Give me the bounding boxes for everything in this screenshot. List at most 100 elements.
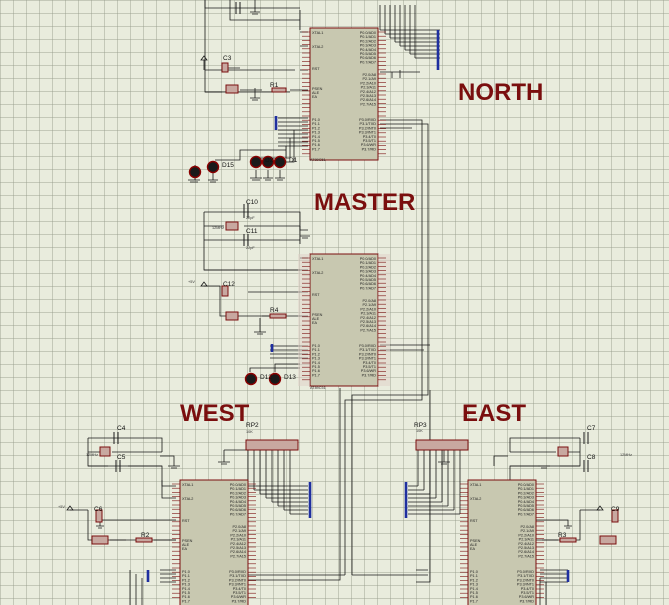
north-pin-p2-7: P2.7/A15	[360, 102, 376, 106]
east-pin-p3-3: P3.3/INT1	[517, 583, 534, 587]
crystal-west-value: 12MHz	[86, 453, 98, 457]
west-pin-p3-0: P3.0/RXD	[229, 570, 246, 574]
west-pin-p2-6: P2.6/A14	[230, 550, 246, 554]
part-master: AT89C51	[310, 386, 326, 390]
west-pin-p1-7: P1.7	[182, 599, 190, 603]
crystal-master	[225, 221, 239, 231]
west-pin-p1-0: P1.0	[182, 570, 190, 574]
designator-c3: C3	[223, 55, 232, 62]
label-north: NORTH	[458, 79, 543, 106]
wires	[70, 0, 600, 605]
west-pin-p3-1: P3.1/TXD	[230, 574, 247, 578]
designator-r1: R1	[270, 82, 279, 89]
west-pin-p3-6: P3.6/WR	[231, 595, 246, 599]
north-pin-p0-4: P0.4/AD4	[360, 48, 376, 52]
west-pin-p1-2: P1.2	[182, 578, 190, 582]
east-pin-p0-1: P0.1/AD1	[518, 487, 534, 491]
master-pin-ale: ALE	[312, 317, 320, 321]
designator-d2: D2	[265, 157, 274, 164]
master-pin-p0-2: P0.2/AD2	[360, 265, 376, 269]
west-pin-p1-1: P1.1	[182, 574, 190, 578]
switch-east	[599, 535, 617, 545]
designator-d1: D1	[289, 157, 298, 164]
west-pin-psen: PSEN	[182, 539, 193, 543]
east-resistor-pack[interactable]	[415, 439, 469, 451]
led-d15	[206, 160, 220, 174]
east-pin-p1-6: P1.6	[470, 595, 478, 599]
east-pin-p1-0: P1.0	[470, 570, 478, 574]
supply-symbols	[66, 55, 604, 511]
pin-stubs	[172, 31, 544, 598]
east-pin-p3-7: P3.7/RD	[520, 599, 535, 603]
master-pin-p3-3: P3.3/INT1	[359, 357, 376, 361]
designator-c10: C10	[246, 199, 258, 206]
designator-c6: C6	[94, 506, 103, 513]
north-pin-p1-4: P1.4	[312, 135, 320, 139]
supply-west: +5V	[58, 505, 65, 509]
north-pin-p3-4: P3.4/T0	[363, 135, 376, 139]
east-pin-p0-6: P0.6/AD6	[518, 508, 534, 512]
resistor-r4	[269, 313, 287, 319]
designator-c11: C11	[246, 228, 258, 235]
master-pin-p1-3: P1.3	[312, 357, 320, 361]
master-pin-p1-5: P1.5	[312, 365, 320, 369]
west-resistor-pack[interactable]	[245, 439, 299, 451]
north-pin-p2-6: P2.6/A14	[360, 98, 376, 102]
north-pin-p0-1: P0.1/AD1	[360, 35, 376, 39]
led-d1	[273, 155, 287, 169]
west-pin-p1-4: P1.4	[182, 587, 190, 591]
west-pin-p0-1: P0.1/AD1	[230, 487, 246, 491]
north-mcu[interactable]	[300, 26, 388, 162]
designator-c7: C7	[587, 425, 596, 432]
east-pin-p0-4: P0.4/AD4	[518, 500, 534, 504]
designator-c8: C8	[587, 454, 596, 461]
north-pin-p0-7: P0.7/AD7	[360, 60, 376, 64]
east-pin-ale: ALE	[470, 543, 478, 547]
master-pin-p0-6: P0.6/AD6	[360, 282, 376, 286]
north-pin-p2-2: P2.2/A10	[360, 81, 376, 85]
west-pin-p3-3: P3.3/INT1	[229, 583, 246, 587]
east-mcu[interactable]	[467, 479, 537, 605]
master-pin-p1-2: P1.2	[312, 352, 320, 356]
led-north-1	[188, 165, 202, 179]
west-pin-ale: ALE	[182, 543, 190, 547]
east-pin-rst: RST	[470, 519, 478, 523]
designator-rp2: RP2	[246, 422, 259, 429]
east-pin-p3-0: P3.0/RXD	[517, 570, 534, 574]
west-pin-p0-4: P0.4/AD4	[230, 500, 246, 504]
west-pin-p0-7: P0.7/AD7	[230, 512, 246, 516]
master-pin-p2-6: P2.6/A14	[360, 324, 376, 328]
west-mcu[interactable]	[179, 479, 249, 605]
west-pin-p3-4: P3.4/T0	[233, 587, 246, 591]
master-pin-p1-4: P1.4	[312, 361, 320, 365]
designator-r2: R2	[141, 532, 150, 539]
designator-r3: R3	[558, 532, 567, 539]
north-pin-p3-6: P3.6/WR	[361, 143, 376, 147]
west-pin-rst: RST	[182, 519, 190, 523]
east-pin-p2-5: P2.5/A13	[518, 546, 534, 550]
grounds	[96, 11, 572, 529]
east-pin-p2-3: P2.3/A11	[519, 538, 534, 542]
east-pin-p1-1: P1.1	[470, 574, 478, 578]
master-pin-p2-0: P2.0/A8	[362, 299, 376, 303]
north-pin-p2-4: P2.4/A12	[360, 90, 376, 94]
leds	[188, 155, 287, 386]
north-pin-p2-0: P2.0/A8	[362, 73, 376, 77]
master-pin-p1-7: P1.7	[312, 373, 320, 377]
master-pin-ea: EA	[312, 321, 318, 325]
master-mcu[interactable]	[298, 253, 390, 387]
east-pin-xtal2: XTAL2	[470, 497, 481, 501]
master-pin-p3-7: P3.7/RD	[362, 373, 377, 377]
master-pin-p3-5: P3.5/T1	[363, 365, 376, 369]
west-pin-p3-2: P3.2/INT0	[229, 578, 246, 582]
led-d-north-2	[261, 155, 275, 169]
designator-rp3: RP3	[414, 422, 427, 429]
crystal-east-value: 12MHz	[620, 453, 632, 457]
north-pin-p0-3: P0.3/AD3	[360, 44, 376, 48]
led-d13	[268, 372, 282, 386]
master-pin-p3-1: P3.1/TXD	[360, 348, 377, 352]
cap-c6	[95, 509, 103, 523]
east-pin-p2-2: P2.2/A10	[518, 533, 534, 537]
master-pin-p2-3: P2.3/A11	[361, 312, 376, 316]
